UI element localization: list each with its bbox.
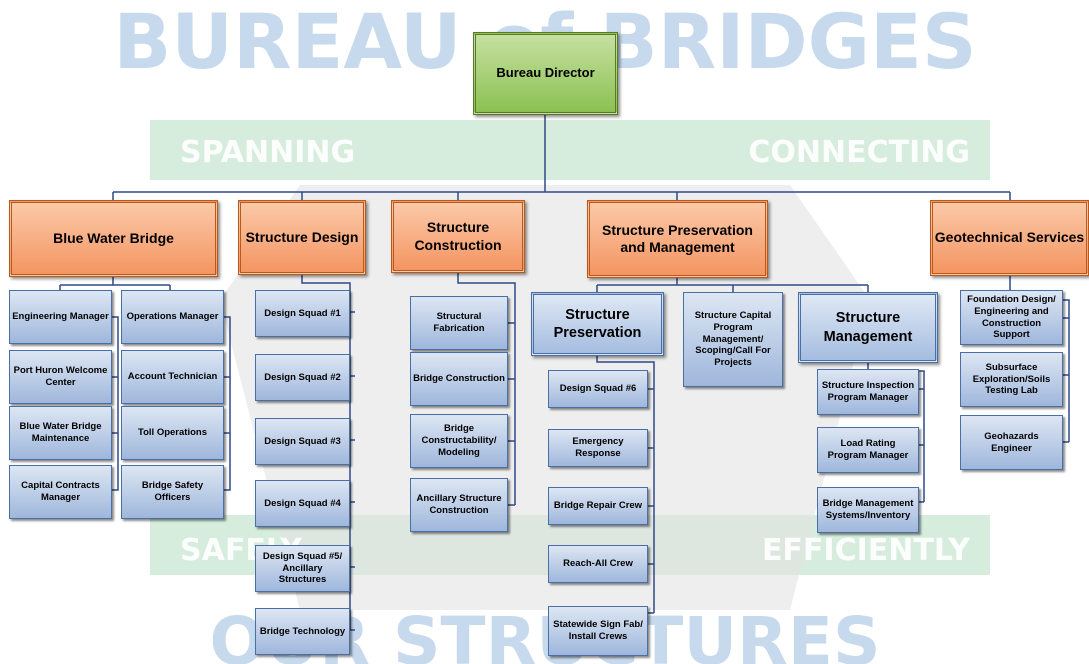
unit-label: Design Squad #3 <box>264 435 341 447</box>
unit-port-huron-welcome-center: Port Huron Welcome Center <box>9 350 112 404</box>
watermark-tag-left: SPANNING <box>180 135 355 170</box>
dept-structure-preservation-management: Structure Preservation and Management <box>587 200 768 278</box>
unit-ancillary-structure-construction: Ancillary Structure Construction <box>410 478 508 532</box>
unit-subsurface-exploration: Subsurface Exploration/Soils Testing Lab <box>960 352 1063 407</box>
unit-structural-fabrication: Structural Fabrication <box>410 296 508 350</box>
sub-label: Structure Management <box>823 310 913 345</box>
unit-label: Bridge Technology <box>259 625 346 637</box>
unit-label: Operations Manager <box>126 311 219 323</box>
connector-blue-water-b <box>224 316 231 491</box>
connector-blue-water <box>59 277 171 290</box>
unit-label: Toll Operations <box>138 427 207 439</box>
dept-geotechnical-services: Geotechnical Services <box>930 200 1089 276</box>
unit-label: Design Squad #6 <box>559 383 637 395</box>
bureau-director-box: Bureau Director <box>473 32 618 115</box>
unit-reach-all-crew: Reach-All Crew <box>548 545 648 583</box>
connector-dept-drops <box>112 192 1011 200</box>
unit-account-technician: Account Technician <box>121 350 224 404</box>
unit-design-squad-6: Design Squad #6 <box>548 370 648 408</box>
dept-blue-water-bridge: Blue Water Bridge <box>9 200 218 277</box>
dept-structure-design: Structure Design <box>238 200 366 275</box>
unit-label: Geohazards Engineer <box>984 430 1039 454</box>
sub-label: Structure Preservation <box>553 306 642 341</box>
unit-load-rating-program-manager: Load Rating Program Manager <box>817 427 919 473</box>
unit-bridge-construction: Bridge Construction <box>410 352 508 406</box>
unit-foundation-design: Foundation Design/ Engineering and Const… <box>960 290 1063 345</box>
unit-bridge-management-systems: Bridge Management Systems/Inventory <box>817 487 919 533</box>
unit-bridge-constructability-modeling: Bridge Constructability/ Modeling <box>410 414 508 468</box>
watermark-emblem <box>220 185 870 610</box>
unit-label: Reach-All Crew <box>563 558 633 570</box>
unit-label: Bridge Repair Crew <box>553 500 643 512</box>
unit-label: Structure Inspection Program Manager <box>821 380 915 403</box>
unit-structure-capital-program: Structure Capital Program Management/ Sc… <box>683 292 783 387</box>
dept-structure-construction: Structure Construction <box>391 200 525 273</box>
unit-statewide-sign-fab: Statewide Sign Fab/ Install Crews <box>548 606 648 656</box>
unit-label: Structural Fabrication <box>433 311 485 334</box>
unit-label: Account Technician <box>127 371 218 383</box>
connector-sub-preservation <box>596 356 655 614</box>
unit-bridge-safety-officers: Bridge Safety Officers <box>121 465 224 519</box>
unit-label: Capital Contracts Manager <box>21 480 100 503</box>
connector-preservation <box>596 278 869 292</box>
unit-label: Bridge Management Systems/Inventory <box>822 498 914 521</box>
unit-toll-operations: Toll Operations <box>121 406 224 460</box>
unit-label: Design Squad #5/ Ancillary Structures <box>262 550 343 586</box>
unit-bridge-technology: Bridge Technology <box>255 608 350 655</box>
unit-design-squad-2: Design Squad #2 <box>255 354 350 401</box>
unit-operations-manager: Operations Manager <box>121 290 224 344</box>
unit-design-squad-5-ancillary: Design Squad #5/ Ancillary Structures <box>255 545 350 592</box>
unit-label: Statewide Sign Fab/ Install Crews <box>553 619 643 642</box>
unit-label: Foundation Design/ Engineering and Const… <box>967 293 1056 341</box>
unit-bridge-repair-crew: Bridge Repair Crew <box>548 487 648 525</box>
connector-construction <box>457 273 516 506</box>
unit-label: Emergency Response <box>572 436 624 459</box>
sub-structure-management: Structure Management <box>798 292 938 363</box>
unit-structure-inspection-program-manager: Structure Inspection Program Manager <box>817 369 919 415</box>
unit-label: Bridge Construction <box>413 373 505 385</box>
unit-label: Engineering Manager <box>12 311 109 323</box>
dept-label: Structure Preservation and Management <box>602 221 753 256</box>
unit-label: Design Squad #1 <box>264 307 341 319</box>
unit-design-squad-3: Design Squad #3 <box>255 418 350 465</box>
unit-geohazards-engineer: Geohazards Engineer <box>960 415 1063 470</box>
unit-emergency-response: Emergency Response <box>548 429 648 467</box>
watermark-tag-lower-right: EFFICIENTLY <box>762 533 971 568</box>
unit-label: Subsurface Exploration/Soils Testing Lab <box>972 361 1051 397</box>
unit-design-squad-1: Design Squad #1 <box>255 290 350 337</box>
connector-design <box>301 275 355 631</box>
unit-design-squad-4: Design Squad #4 <box>255 480 350 527</box>
connector-blue-water-a <box>112 316 119 491</box>
unit-label: Blue Water Bridge Maintenance <box>19 421 102 444</box>
watermark-tag-right: CONNECTING <box>748 135 970 170</box>
unit-label: Ancillary Structure Construction <box>416 493 502 516</box>
unit-label: Bridge Constructability/ Modeling <box>421 423 497 458</box>
dept-label: Geotechnical Services <box>934 229 1085 246</box>
watermark-band <box>150 120 990 180</box>
bureau-director-label: Bureau Director <box>496 65 595 81</box>
dept-label: Structure Construction <box>414 219 502 253</box>
unit-label: Design Squad #4 <box>264 497 341 509</box>
unit-label: Bridge Safety Officers <box>141 480 204 503</box>
unit-capital-contracts-manager: Capital Contracts Manager <box>9 465 112 519</box>
unit-label: Port Huron Welcome Center <box>13 365 108 388</box>
unit-label: Design Squad #2 <box>264 371 341 383</box>
unit-label: Structure Capital Program Management/ Sc… <box>694 309 772 369</box>
dept-label: Blue Water Bridge <box>53 229 174 246</box>
dept-label: Structure Design <box>245 228 359 245</box>
unit-label: Load Rating Program Manager <box>827 438 909 461</box>
connector-director <box>113 115 1010 193</box>
unit-engineering-manager: Engineering Manager <box>9 290 112 344</box>
unit-blue-water-bridge-maintenance: Blue Water Bridge Maintenance <box>9 406 112 460</box>
sub-structure-preservation: Structure Preservation <box>531 292 664 356</box>
